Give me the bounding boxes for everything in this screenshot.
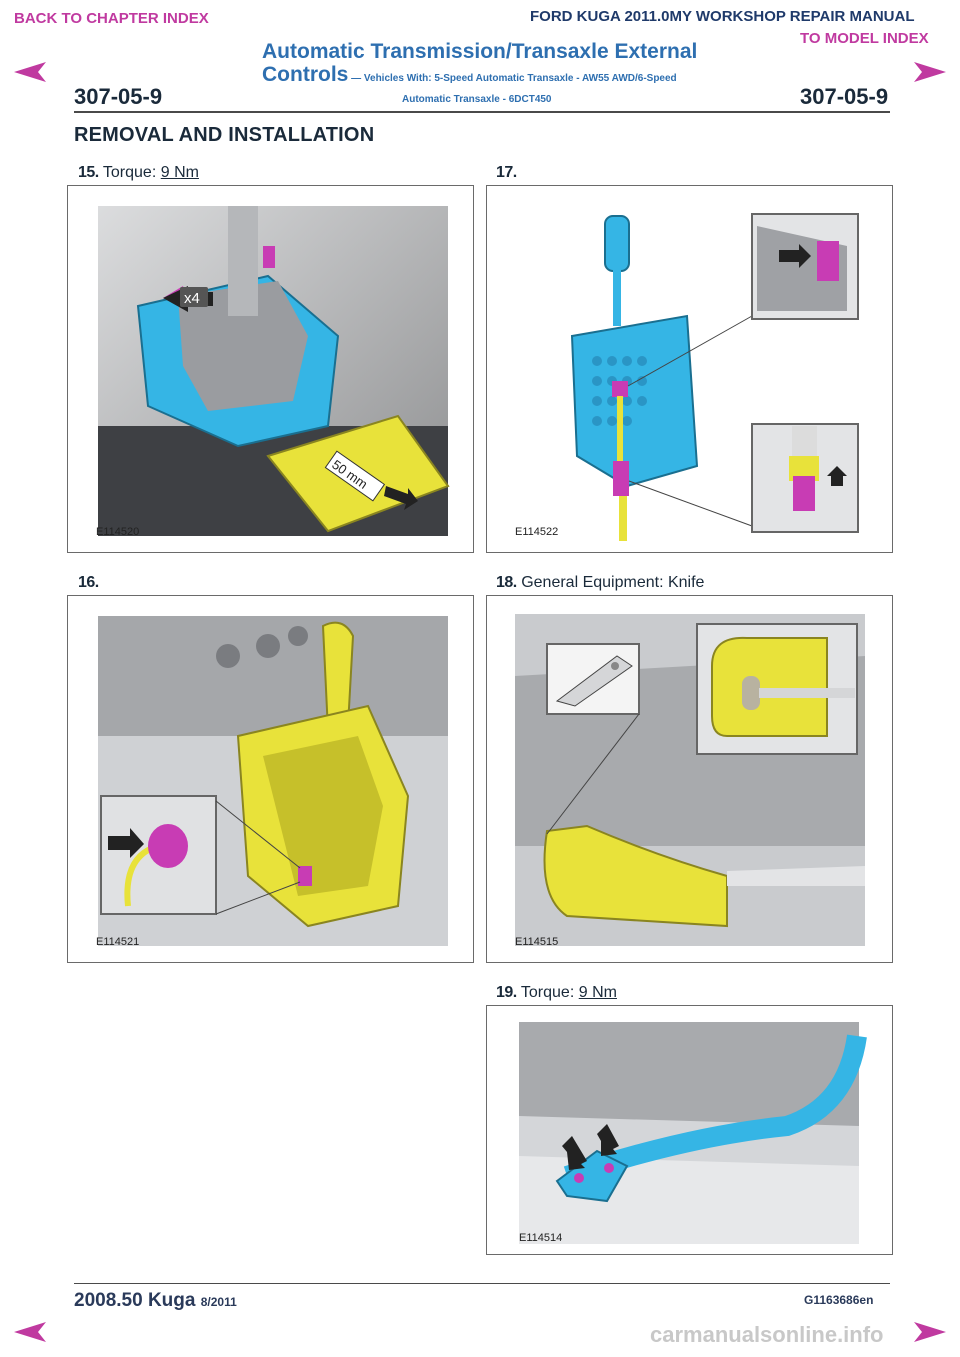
arrow-icon: [562, 1136, 587, 1170]
section-title: Automatic Transmission/Transaxle Externa…: [262, 40, 698, 63]
previous-page-arrow-icon-bottom[interactable]: [12, 1320, 48, 1344]
figure-step-16-illustration: [98, 616, 448, 946]
figure-panel-step-18: E114515: [486, 595, 893, 963]
section-subtitle: Automatic Transaxle - 6DCT450: [402, 94, 552, 105]
figure-step-17-illustration: [570, 213, 859, 541]
page-heading: REMOVAL AND INSTALLATION: [74, 124, 375, 146]
torque-value-link[interactable]: 9 Nm: [160, 164, 199, 181]
header-divider: [74, 111, 890, 113]
next-page-arrow-icon-bottom[interactable]: [912, 1320, 948, 1344]
next-page-arrow-icon[interactable]: [912, 60, 948, 84]
step-18-label: 18. General Equipment: Knife: [496, 574, 705, 591]
callout-x4: x4: [184, 290, 200, 307]
direction-arrow-icon: [384, 486, 418, 510]
footer-model: 2008.50 Kuga 8/2011: [74, 1290, 237, 1311]
figure-ref-e114522: E114522: [515, 526, 559, 538]
back-to-chapter-index-link[interactable]: BACK TO CHAPTER INDEX: [14, 10, 209, 27]
figure-panel-step-15: x4 50 mm E114520: [67, 185, 474, 553]
figure-ref-e114515: E114515: [515, 936, 559, 948]
footer-code: G1163686en: [804, 1293, 874, 1307]
figure-panel-step-19: E114514: [486, 1005, 893, 1255]
watermark: carmanualsonline.info: [650, 1322, 884, 1347]
figure-panel-step-16: E114521: [67, 595, 474, 963]
figure-step-19-illustration: [519, 1022, 867, 1244]
footer-divider: [74, 1283, 890, 1284]
step-15-label: 15. Torque: 9 Nm: [78, 164, 199, 181]
section-title-line2: Controls — Vehicles With: 5-Speed Automa…: [262, 63, 677, 86]
previous-page-arrow-icon[interactable]: [12, 60, 48, 84]
step-17-label: 17.: [496, 164, 517, 181]
figure-ref-e114514: E114514: [519, 1232, 563, 1244]
torque-value-link-19[interactable]: 9 Nm: [578, 984, 617, 1001]
arrow-icon-2: [597, 1124, 619, 1156]
figure-step-15-illustration: x4 50 mm: [98, 206, 450, 536]
figure-step-18-illustration: [515, 614, 865, 946]
figure-panel-step-17: E114522: [486, 185, 893, 553]
manual-title: FORD KUGA 2011.0MY WORKSHOP REPAIR MANUA…: [530, 8, 915, 25]
page-number-right: 307-05-9: [800, 84, 889, 109]
page-number-left: 307-05-9: [74, 84, 163, 109]
step-16-label: 16.: [78, 574, 99, 591]
figure-ref-e114521: E114521: [96, 936, 140, 948]
step-19-label: 19. Torque: 9 Nm: [496, 984, 617, 1001]
figure-ref-e114520: E114520: [96, 526, 140, 538]
to-model-index-link[interactable]: TO MODEL INDEX: [800, 30, 929, 47]
